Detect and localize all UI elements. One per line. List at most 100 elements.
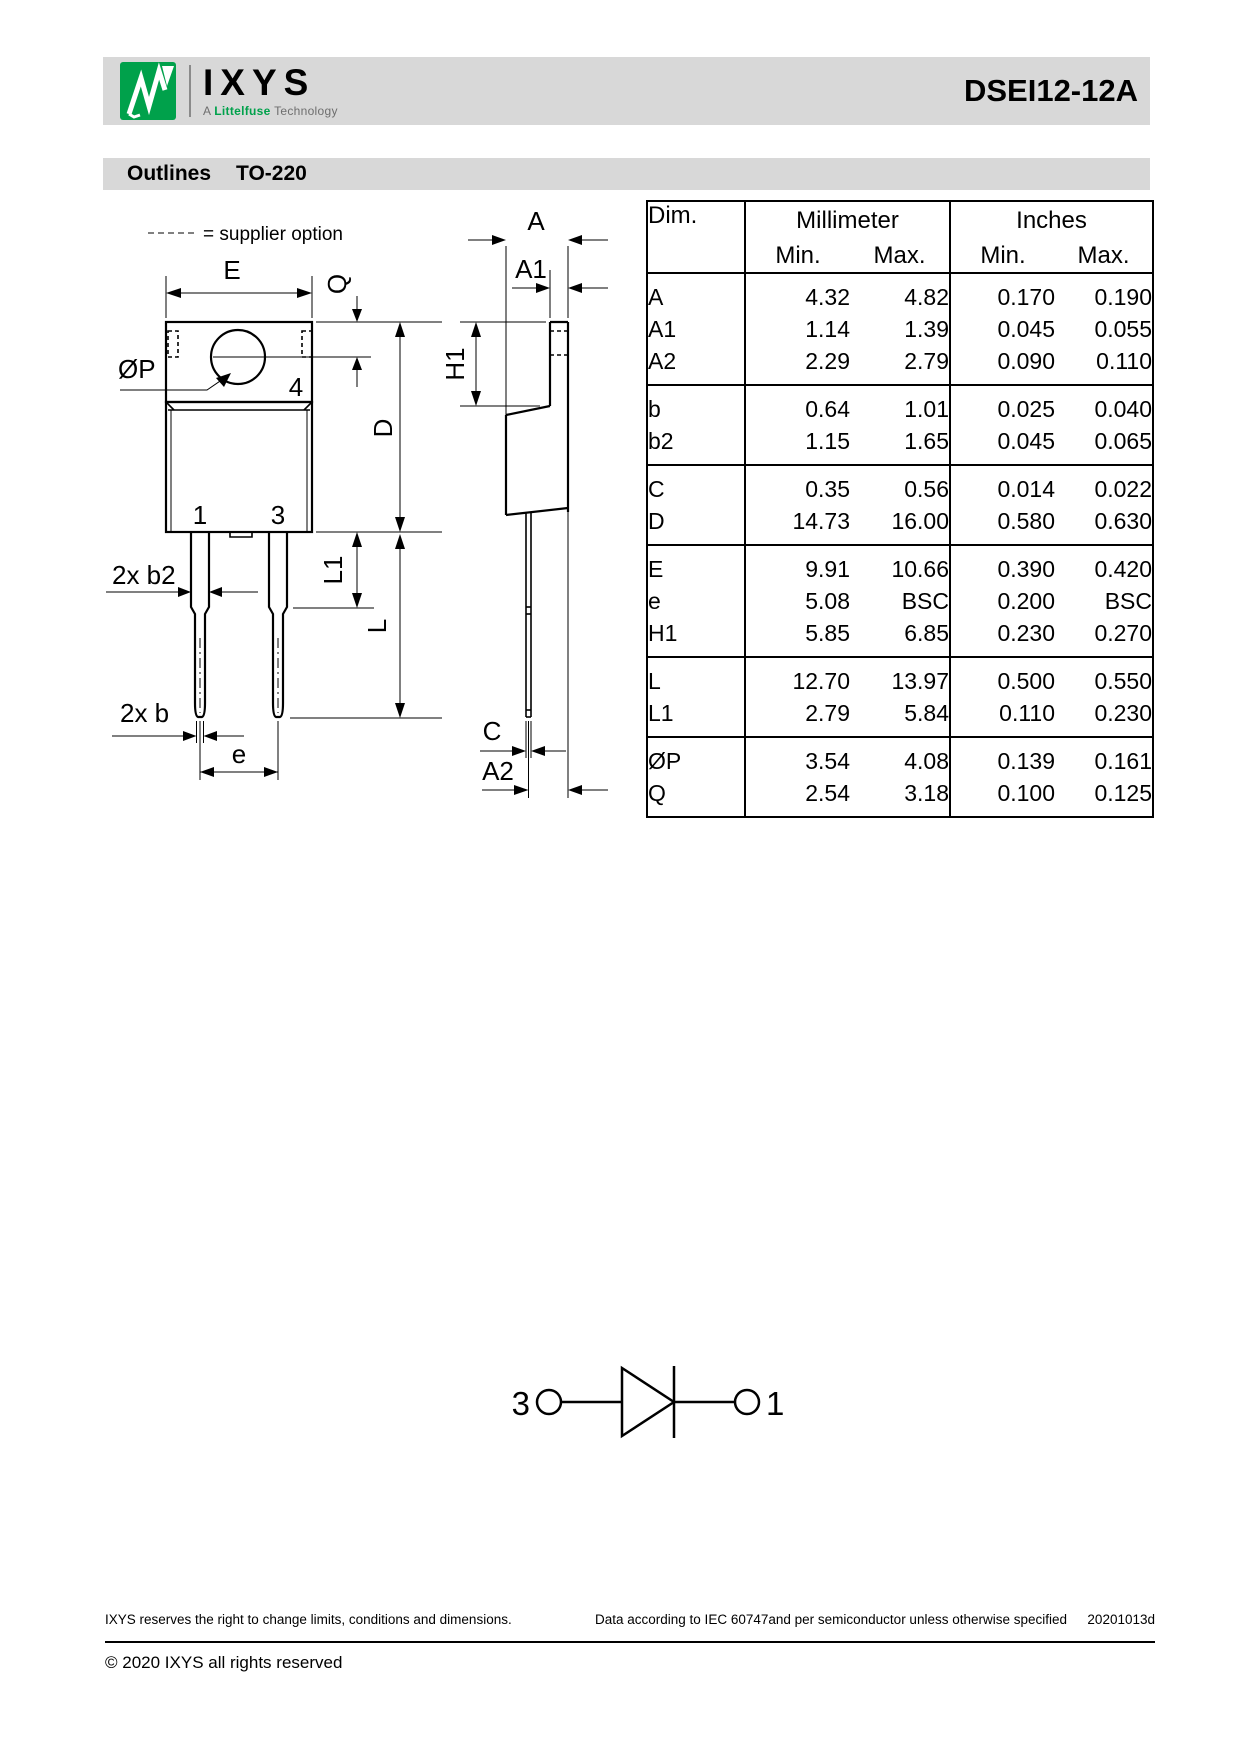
package-name: TO-220: [236, 162, 307, 185]
cell-mm-min: 3.54: [744, 737, 850, 777]
dim-label-H1: H1: [440, 347, 470, 380]
cell-mm-min: 2.54: [744, 777, 850, 817]
cell-in-min: 0.200: [949, 585, 1056, 617]
section-bar: Outlines TO-220: [103, 158, 1150, 190]
dimension-table: Dim. Millimeter Inches Min. Max. Min. Ma…: [646, 200, 1155, 818]
package-outline-drawing: = supplier option E ØP 4 Q: [106, 206, 608, 798]
cell-mm-min: 2.79: [744, 697, 850, 737]
table-row-Q: Q 2.54 3.18 0.100 0.125: [647, 777, 1153, 817]
cell-in-min: 0.170: [949, 273, 1056, 313]
table-row-A: A 4.32 4.82 0.170 0.190: [647, 273, 1153, 313]
table-group-A: A 4.32 4.82 0.170 0.190 A1 1.14 1.39 0.0…: [647, 273, 1154, 385]
cell-mm-min: 9.91: [744, 545, 850, 585]
cell-mm-min: 5.85: [744, 617, 850, 657]
table-group-C: C 0.35 0.56 0.014 0.022 D 14.73 16.00 0.…: [647, 465, 1154, 545]
cell-mm-max: 0.56: [904, 475, 950, 502]
terminal-circle-left: [535, 1388, 563, 1416]
footer-disclaimer: IXYS reserves the right to change limits…: [105, 1612, 512, 1627]
table-row-E: E 9.91 10.66 0.390 0.420: [647, 545, 1153, 585]
cell-in-max: 0.055: [1094, 315, 1153, 342]
cell-mm-max: 1.01: [904, 395, 950, 422]
col-header-inches: Inches: [949, 201, 1154, 240]
cell-in-max: 0.125: [1094, 779, 1153, 806]
cell-in-min: 0.139: [949, 737, 1056, 777]
schematic-pin-1: 1: [766, 1385, 784, 1422]
copyright-notice: © 2020 IXYS all rights reserved: [105, 1653, 343, 1672]
dim-label-e: e: [232, 739, 246, 769]
cell-in-max: 0.550: [1094, 667, 1153, 694]
cell-in-min: 0.014: [949, 465, 1056, 505]
footer-standard: Data according to IEC 60747and per semic…: [595, 1612, 1068, 1627]
terminal-circle-right: [733, 1388, 761, 1416]
cell-mm-max: 10.66: [891, 555, 950, 582]
cell-mm-max: 1.39: [904, 315, 950, 342]
tagline-prefix: A: [203, 104, 211, 118]
col-header-in-min: Min.: [949, 240, 1056, 273]
cell-in-max: 0.630: [1094, 507, 1153, 534]
cell-dim: Q: [648, 779, 666, 806]
col-header-dim: Dim.: [648, 202, 698, 229]
section-title: Outlines: [127, 162, 212, 185]
tagline-brand: Littelfuse: [214, 104, 271, 118]
dim-label-A: A: [527, 206, 545, 236]
dim-label-D: D: [368, 419, 398, 438]
pin-number-1: 1: [193, 500, 207, 530]
cell-mm-max: 2.79: [904, 347, 950, 374]
dim-label-P: ØP: [118, 354, 156, 384]
cell-in-max: 0.230: [1094, 699, 1153, 726]
table-row-C: C 0.35 0.56 0.014 0.022: [647, 465, 1153, 505]
cell-mm-max: 4.82: [904, 283, 950, 310]
cell-in-min: 0.045: [949, 425, 1056, 465]
table-row-P: ØP 3.54 4.08 0.139 0.161: [647, 737, 1153, 777]
brand-name: IXYS: [203, 62, 316, 103]
table-row-A2: A2 2.29 2.79 0.090 0.110: [647, 345, 1153, 385]
cell-in-max: 0.161: [1094, 747, 1153, 774]
cell-mm-min: 2.29: [744, 345, 850, 385]
cell-mm-min: 4.32: [744, 273, 850, 313]
cell-in-max: BSC: [1104, 587, 1153, 614]
cell-mm-min: 1.15: [744, 425, 850, 465]
dim-label-L: L: [362, 619, 392, 633]
diode-schematic: 3 1: [512, 1365, 784, 1439]
cell-in-min: 0.230: [949, 617, 1056, 657]
brand-tagline: A Littelfuse Technology: [203, 104, 338, 118]
cell-mm-max: 4.08: [904, 747, 950, 774]
cell-mm-min: 5.08: [744, 585, 850, 617]
dim-label-Q: Q: [322, 274, 352, 294]
cell-in-min: 0.045: [949, 313, 1056, 345]
cell-in-min: 0.390: [949, 545, 1056, 585]
cell-in-min: 0.025: [949, 385, 1056, 425]
cell-dim: b2: [648, 427, 674, 454]
table-row-H1: H1 5.85 6.85 0.230 0.270: [647, 617, 1153, 657]
cell-in-min: 0.500: [949, 657, 1056, 697]
supplier-option-legend: = supplier option: [203, 224, 343, 245]
table-row-A1: A1 1.14 1.39 0.045 0.055: [647, 313, 1153, 345]
dim-label-b2: 2x b2: [112, 560, 176, 590]
cell-mm-max: 5.84: [904, 699, 950, 726]
dim-label-E: E: [223, 255, 240, 285]
cell-in-min: 0.110: [949, 697, 1056, 737]
table-row-L1: L1 2.79 5.84 0.110 0.230: [647, 697, 1153, 737]
table-group-P: ØP 3.54 4.08 0.139 0.161 Q 2.54 3.18 0.1…: [647, 737, 1154, 817]
cell-dim: e: [648, 587, 661, 614]
cell-mm-max: 3.18: [904, 779, 950, 806]
cell-dim: b: [648, 395, 661, 422]
ixys-logo: [120, 62, 176, 120]
cell-dim: C: [648, 475, 665, 502]
ixys-logo-icon: [120, 62, 176, 120]
header-bar: IXYS A Littelfuse Technology DSEI12-12A: [103, 57, 1150, 125]
tagline-suffix: Technology: [274, 104, 338, 118]
dim-label-b: 2x b: [120, 698, 169, 728]
diode-anode-triangle: [620, 1365, 677, 1439]
table-group-L: L 12.70 13.97 0.500 0.550 L1 2.79 5.84 0…: [647, 657, 1154, 737]
cell-in-max: 0.110: [1096, 347, 1153, 374]
cell-dim: A2: [648, 347, 677, 374]
col-header-mm-min: Min.: [744, 240, 850, 273]
footer-rule: [105, 1641, 1155, 1643]
table-row-b: b 0.64 1.01 0.025 0.040: [647, 385, 1153, 425]
cell-in-max: 0.065: [1094, 427, 1153, 454]
cell-dim: L: [648, 667, 661, 694]
footer-doc-code: 20201013d: [1087, 1612, 1155, 1627]
cell-in-max: 0.420: [1094, 555, 1153, 582]
